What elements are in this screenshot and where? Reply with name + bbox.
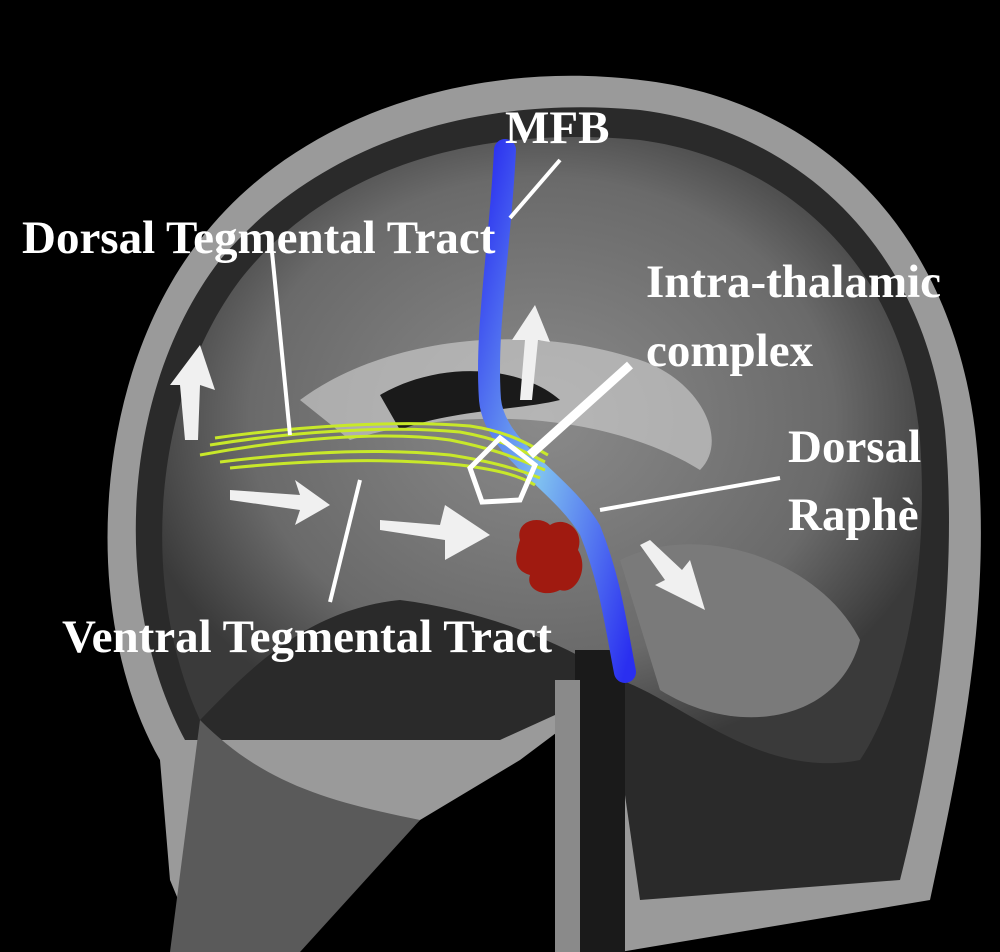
label-dorsal-raphe-line2: Raphè: [788, 489, 919, 541]
label-dorsal-raphe-line1: Dorsal: [788, 421, 921, 473]
label-dorsal-tegmental-tract: Dorsal Tegmental Tract: [22, 212, 496, 264]
flow-arrows: [170, 305, 705, 610]
raphe-nucleus: [516, 520, 583, 594]
label-mfb: MFB: [505, 102, 609, 154]
label-intra-thalamic-line2: complex: [646, 325, 814, 377]
intra-thalamic-pentagon: [467, 434, 539, 505]
pointer-lines: [270, 158, 781, 603]
label-intra-thalamic-line1: Intra-thalamic: [646, 256, 941, 308]
head-scan: [107, 75, 981, 952]
label-ventral-tegmental-tract: Ventral Tegmental Tract: [62, 611, 552, 663]
tegmental-fibers: [199, 422, 549, 487]
